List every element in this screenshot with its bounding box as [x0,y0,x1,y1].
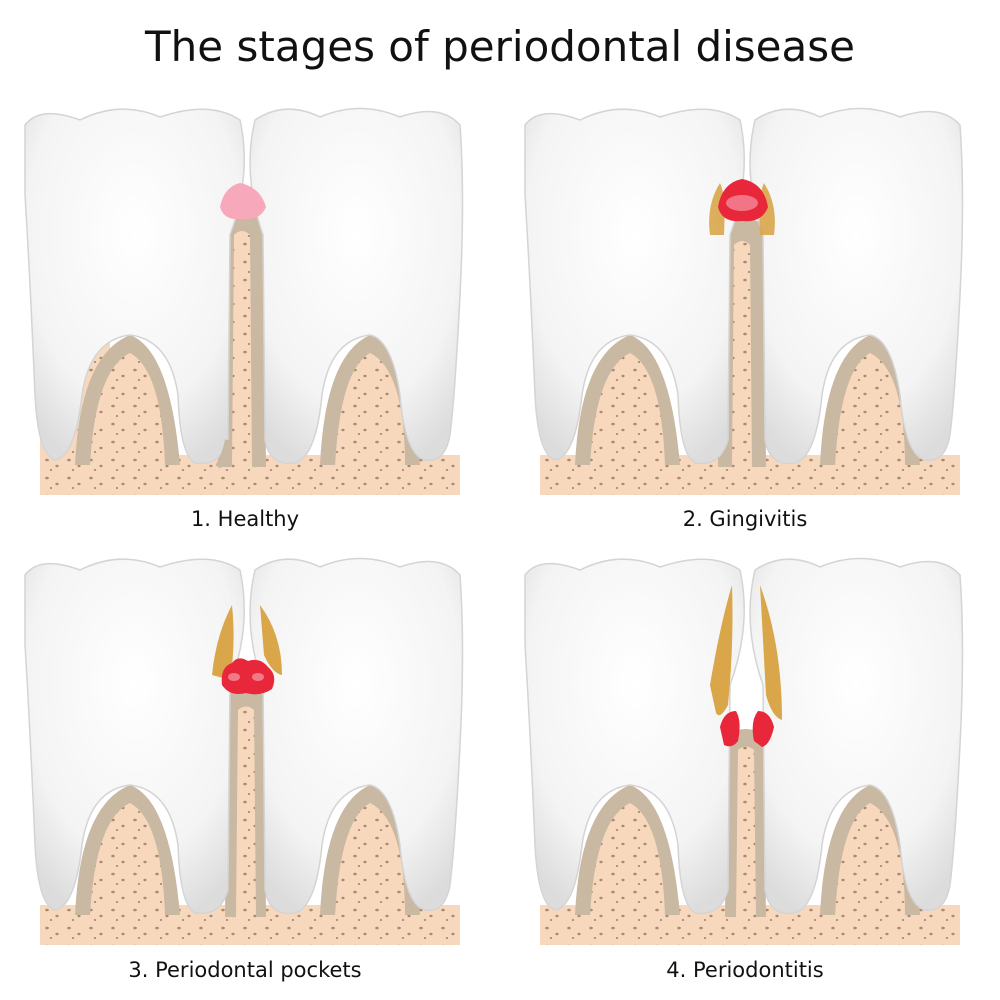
healthy-gum [220,183,266,220]
stage-label: 4. Periodontitis [666,958,824,982]
stage-pockets-panel: 3. Periodontal pockets [20,545,470,982]
stage-label: 2. Gingivitis [682,507,808,531]
stage-healthy-diagram [24,107,464,495]
right-tooth [249,557,464,915]
plaque [709,183,725,235]
stage-pockets-diagram [24,557,464,945]
stage-healthy-panel: 1. Healthy [20,95,470,531]
right-tooth [749,557,964,915]
stage-label: 1. Healthy [190,507,300,531]
left-tooth [24,108,245,465]
stage-gingivitis-diagram [524,107,964,495]
inflamed-gum [720,711,740,747]
inflamed-gum [221,658,275,695]
plaque [710,585,733,716]
page-title: The stages of periodontal disease [145,22,855,71]
stage-gingivitis-panel: 2. Gingivitis [520,95,970,531]
stage-periodontitis-panel: 4. Periodontitis [520,545,970,982]
plaque [212,605,234,680]
stage-label: 3. Periodontal pockets [128,958,362,982]
left-tooth [24,558,245,915]
stage-periodontitis-diagram [524,557,964,945]
right-tooth [749,107,964,465]
left-tooth [524,108,745,465]
left-tooth [524,558,745,915]
right-tooth [249,107,464,465]
